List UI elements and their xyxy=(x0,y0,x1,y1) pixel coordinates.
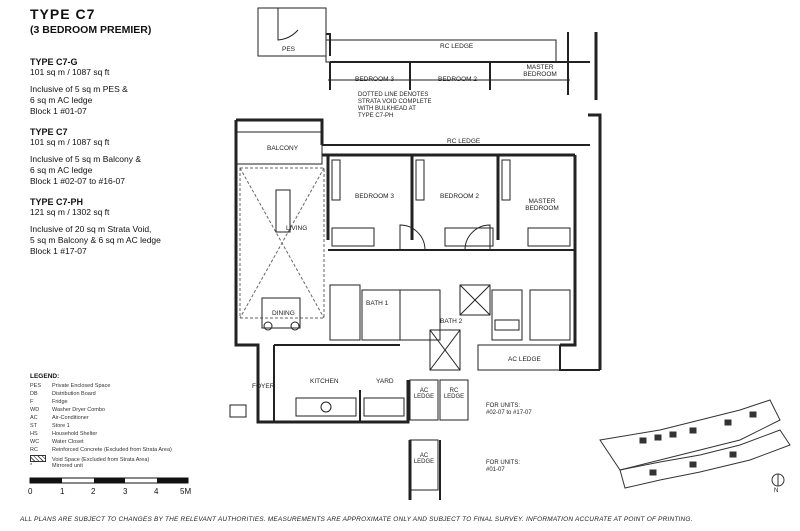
unit-type-heading: TYPE C7 xyxy=(30,127,68,137)
room-label-kitchen: KITCHEN xyxy=(310,378,339,385)
legend-item: *Mirrored unit xyxy=(30,463,83,469)
room-label-pes: PES xyxy=(282,46,296,53)
room-label-balcony: BALCONY xyxy=(267,145,299,152)
room-label-ac-ledge-1: AC LEDGE xyxy=(413,388,435,400)
legend-item: Void Space (Excluded from Strata Area) xyxy=(30,455,149,464)
room-label-master-top: MASTER BEDROOM xyxy=(523,64,557,78)
unit-type-area: 101 sq m / 1087 sq ft xyxy=(30,137,110,147)
scale-tick: 2 xyxy=(91,487,96,496)
unit-type-block: Block 1 #02-07 to #16-07 xyxy=(30,176,125,186)
unit-type-c7: TYPE C7 101 sq m / 1087 sq ft Inclusive … xyxy=(30,127,230,187)
room-label-bedroom3: BEDROOM 3 xyxy=(355,193,395,200)
room-label-rc-ledge-2: RC LEDGE xyxy=(443,388,465,400)
units-note-lower: FOR UNITS: #01-07 xyxy=(486,460,520,473)
room-label-bedroom2: BEDROOM 2 xyxy=(440,193,480,200)
ac-ledge-low xyxy=(409,439,439,491)
unit-type-inclusion: 5 sq m Balcony & 6 sq m AC ledge xyxy=(30,235,161,245)
unit-type-block: Block 1 #01-07 xyxy=(30,106,87,116)
unit-type-c7g: TYPE C7-G 101 sq m / 1087 sq ft Inclusiv… xyxy=(30,57,230,117)
unit-type-heading: TYPE C7-PH xyxy=(30,197,84,207)
plan-type-title: TYPE C7 xyxy=(30,6,96,22)
scale-tick: 4 xyxy=(154,487,159,496)
scale-bar xyxy=(29,477,189,484)
unit-type-area: 101 sq m / 1087 sq ft xyxy=(30,67,110,77)
scale-tick: 3 xyxy=(123,487,128,496)
room-label-bedroom2-top: BEDROOM 2 xyxy=(438,76,478,83)
scale-tick: 0 xyxy=(28,487,33,496)
pes-area xyxy=(257,7,327,57)
scale-tick: 5M xyxy=(180,487,192,496)
room-label-dining: DINING xyxy=(272,310,295,317)
balcony xyxy=(235,131,323,165)
unit-type-block: Block 1 #17-07 xyxy=(30,246,87,256)
void-hatch-icon xyxy=(30,455,46,462)
room-label-bath1: BATH 1 xyxy=(366,300,389,307)
room-label-bedroom3-top: BEDROOM 3 xyxy=(355,76,395,83)
rc-ledge-2 xyxy=(439,379,469,421)
plan-type-subtitle: (3 BEDROOM PREMIER) xyxy=(30,24,152,36)
room-label-ac-ledge-right: AC LEDGE xyxy=(508,356,541,363)
unit-type-heading: TYPE C7-G xyxy=(30,57,78,67)
disclaimer: ALL PLANS ARE SUBJECT TO CHANGES BY THE … xyxy=(20,516,693,523)
unit-type-area: 121 sq m / 1302 sq ft xyxy=(30,207,110,217)
compass-north-label: N xyxy=(774,488,779,494)
room-label-living: LIVING xyxy=(286,225,308,232)
units-note-upper: FOR UNITS: #02-07 to #17-07 xyxy=(486,403,532,416)
room-label-foyer: FOYER xyxy=(252,383,275,390)
room-label-rc-ledge-top: RC LEDGE xyxy=(440,43,474,50)
legend-title: LEGEND: xyxy=(30,373,60,380)
unit-type-inclusion: Inclusive of 5 sq m PES & xyxy=(30,84,128,94)
scale-tick: 1 xyxy=(60,487,65,496)
unit-type-inclusion: Inclusive of 20 sq m Strata Void, xyxy=(30,224,152,234)
ac-ledge-right xyxy=(477,344,561,371)
room-label-rc-ledge-mid: RC LEDGE xyxy=(447,138,481,145)
room-label-master: MASTER BEDROOM xyxy=(525,198,559,212)
key-plan xyxy=(599,399,791,489)
unit-type-inclusion: 6 sq m AC ledge xyxy=(30,165,93,175)
unit-type-c7ph: TYPE C7-PH 121 sq m / 1302 sq ft Inclusi… xyxy=(30,197,230,257)
room-label-bath2: BATH 2 xyxy=(440,318,463,325)
unit-type-inclusion: 6 sq m AC ledge xyxy=(30,95,93,105)
dotted-line-note: DOTTED LINE DENOTES STRATA VOID COMPLETE… xyxy=(358,92,432,119)
ac-ledge-1 xyxy=(409,379,439,421)
strata-void xyxy=(239,167,325,319)
room-label-ac-ledge-low: AC LEDGE xyxy=(413,453,435,465)
unit-type-inclusion: Inclusive of 5 sq m Balcony & xyxy=(30,154,142,164)
room-label-yard: YARD xyxy=(376,378,394,385)
